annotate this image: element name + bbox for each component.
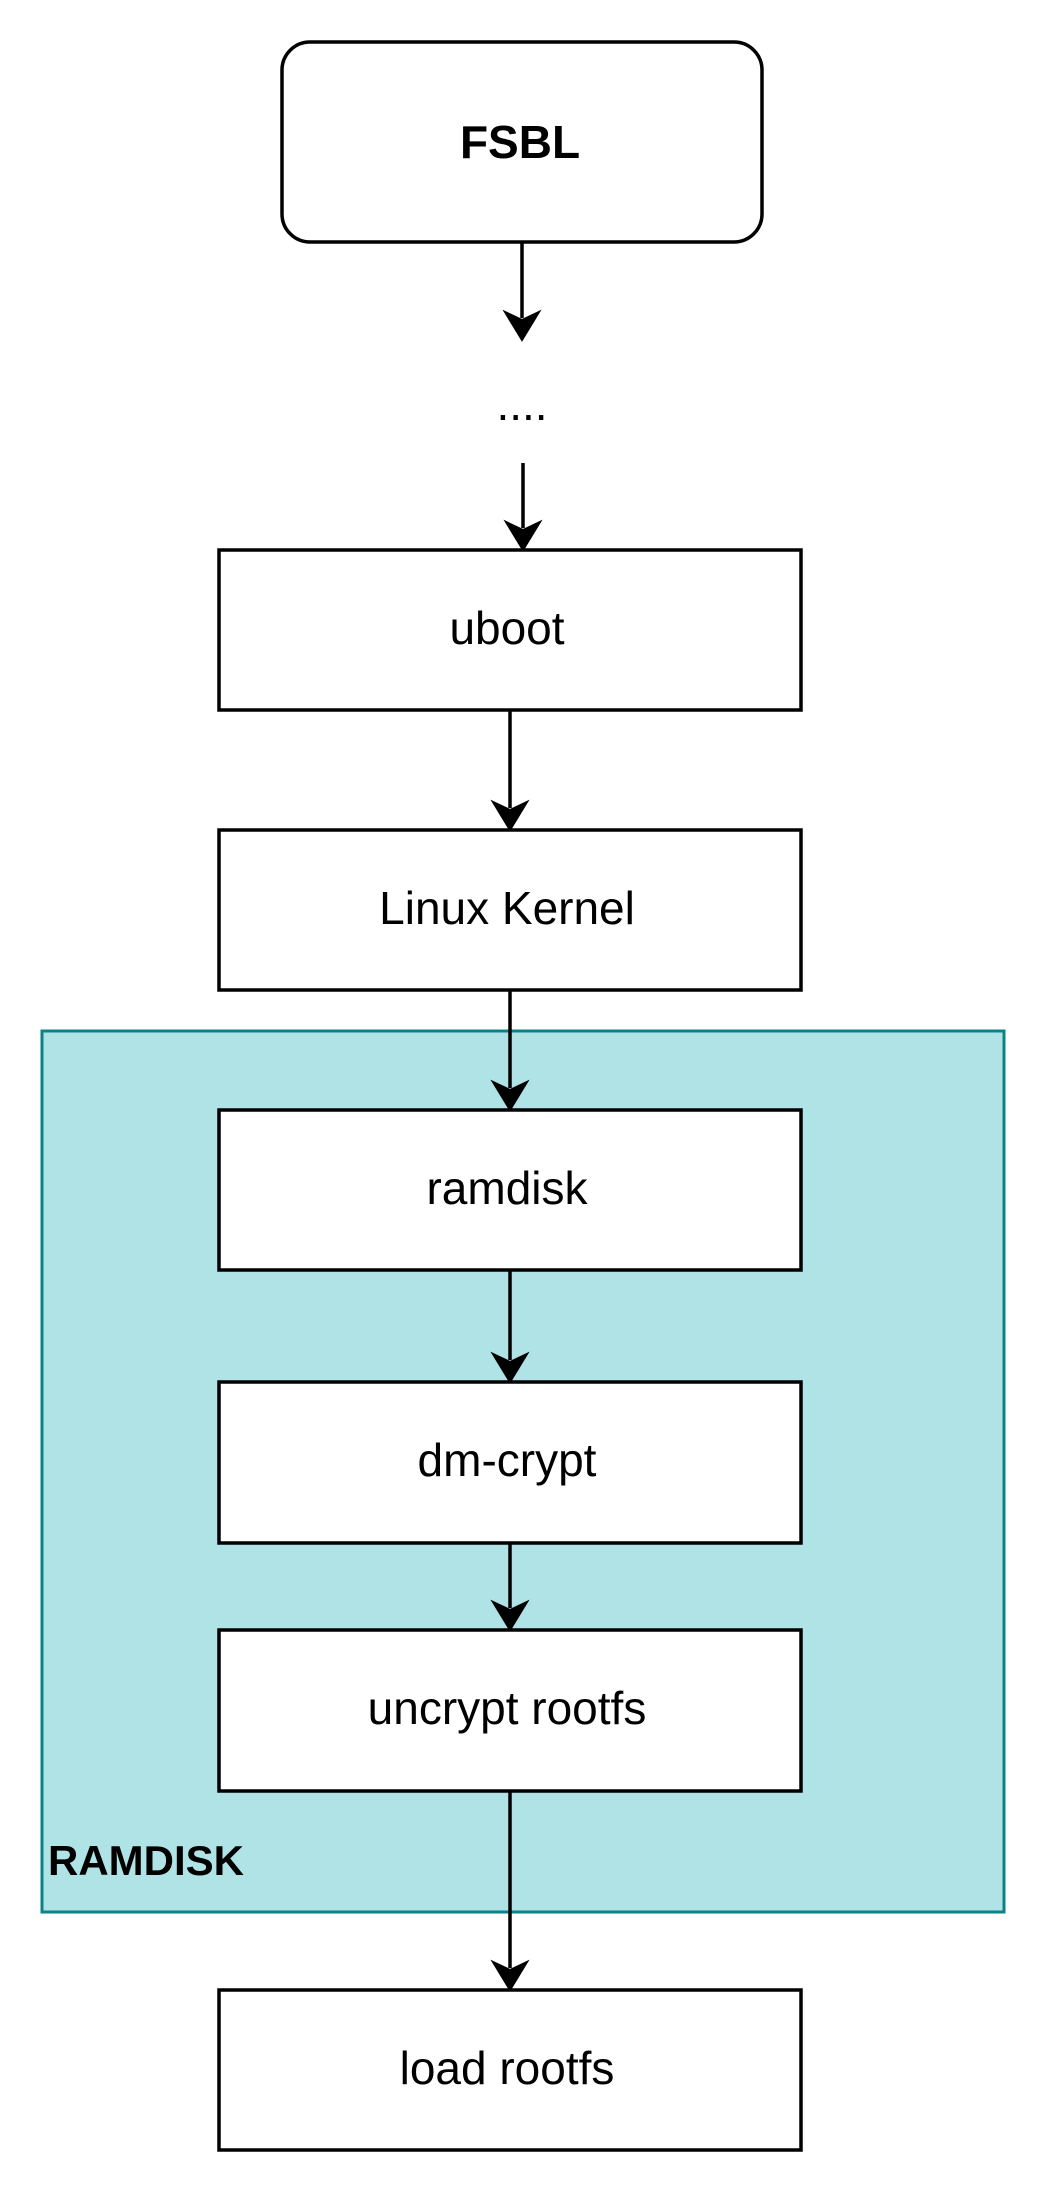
- edge-dm-crypt-to-uncrypt-rootfs: [490, 1543, 530, 1632]
- node-linux-kernel-box: [217, 828, 803, 992]
- nodes: FSBL .... uboot Linux Kernel ramdisk dm-…: [217, 40, 803, 2152]
- arrowhead-icon: [502, 309, 542, 342]
- edges: [490, 242, 543, 1992]
- node-uncrypt-rootfs: uncrypt rootfs: [217, 1628, 803, 1793]
- arrowhead-icon: [490, 1351, 530, 1384]
- arrowhead-icon: [490, 1599, 530, 1632]
- node-ramdisk-label: ramdisk: [426, 1162, 588, 1214]
- node-uboot: uboot: [217, 548, 803, 712]
- edge-uncrypt-rootfs-to-load-rootfs: [490, 1791, 530, 1992]
- node-uncrypt-rootfs-box: [217, 1628, 803, 1793]
- node-dm-crypt-label: dm-crypt: [418, 1434, 597, 1486]
- node-uboot-label: uboot: [449, 602, 564, 654]
- arrowhead-icon: [503, 519, 543, 552]
- node-fsbl-box: [280, 40, 764, 244]
- node-dm-crypt-box: [217, 1380, 803, 1545]
- node-ellipsis: ....: [496, 378, 547, 430]
- arrowhead-icon: [490, 1959, 530, 1992]
- node-load-rootfs: load rootfs: [217, 1988, 803, 2152]
- node-linux-kernel: Linux Kernel: [217, 828, 803, 992]
- edge-uboot-to-linux-kernel: [490, 710, 530, 832]
- node-fsbl-label: FSBL: [460, 116, 580, 168]
- node-fsbl: FSBL: [280, 40, 764, 244]
- edge-ellipsis-to-uboot: [503, 463, 543, 552]
- node-uboot-box: [217, 548, 803, 712]
- node-ellipsis-label: ....: [496, 378, 547, 430]
- node-linux-kernel-label: Linux Kernel: [379, 882, 635, 934]
- node-ramdisk-box: [217, 1108, 803, 1272]
- node-ramdisk: ramdisk: [217, 1108, 803, 1272]
- node-uncrypt-rootfs-label: uncrypt rootfs: [368, 1682, 647, 1734]
- ramdisk-group-label: RAMDISK: [48, 1837, 244, 1884]
- node-load-rootfs-box: [217, 1988, 803, 2152]
- arrowhead-icon: [490, 1079, 530, 1112]
- node-dm-crypt: dm-crypt: [217, 1380, 803, 1545]
- arrowhead-icon: [490, 799, 530, 832]
- node-load-rootfs-label: load rootfs: [400, 2042, 615, 2094]
- edge-ramdisk-to-dm-crypt: [490, 1270, 530, 1384]
- edge-linux-kernel-to-ramdisk: [490, 990, 530, 1112]
- edge-fsbl-to-ellipsis: [502, 242, 542, 342]
